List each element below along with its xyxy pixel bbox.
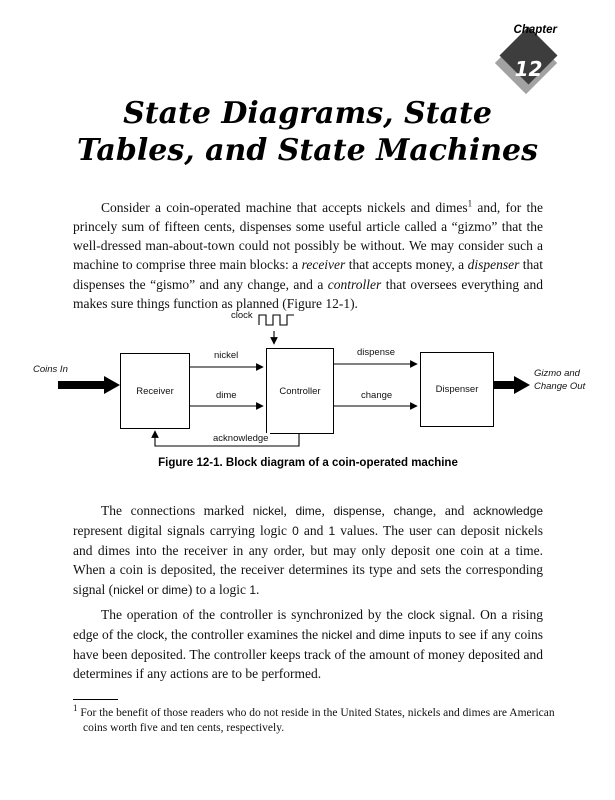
acknowledge-signal-label: acknowledge [211,433,271,444]
dispenser-box-label: Dispenser [435,384,479,395]
coins-in-arrow [58,376,120,394]
clock-waveform-icon [258,314,294,326]
gizmo-out-arrow [492,376,530,394]
controller-box: Controller [266,348,334,434]
page-title-line1: State Diagrams, State [123,96,492,131]
page-title: State Diagrams, State Tables, and State … [40,95,575,169]
figure-caption: Figure 12-1. Block diagram of a coin-ope… [158,457,458,469]
gizmo-out-label-line2: Change Out [534,380,586,392]
chapter-label: Chapter [513,24,557,36]
nickel-signal-label: nickel [214,350,239,361]
dispense-signal-label: dispense [357,347,396,358]
dispenser-box: Dispenser [420,352,494,427]
change-signal-label: change [361,390,393,401]
controller-box-label: Controller [279,385,321,397]
footnote-rule [73,699,118,700]
dime-signal-label: dime [216,390,237,401]
receiver-box: Receiver [120,353,190,429]
paragraph-controller-operation: The operation of the controller is synch… [73,606,543,682]
chapter-badge: Chapter 12 [493,22,569,108]
paragraph-intro: Consider a coin-operated machine that ac… [73,198,543,311]
footnote: 1 For the benefit of those readers who d… [73,703,555,734]
receiver-box-label: Receiver [136,385,174,397]
paragraph-connections: The connections marked nickel, dime, dis… [73,502,544,597]
clock-signal-label: clock [231,310,253,321]
page-title-line2: Tables, and State Machines [76,133,539,168]
coins-in-label: Coins In [33,364,68,375]
gizmo-out-label: Gizmo and Change Out [534,368,585,393]
gizmo-out-label-line1: Gizmo and [534,368,580,379]
chapter-number: 12 [514,57,543,81]
